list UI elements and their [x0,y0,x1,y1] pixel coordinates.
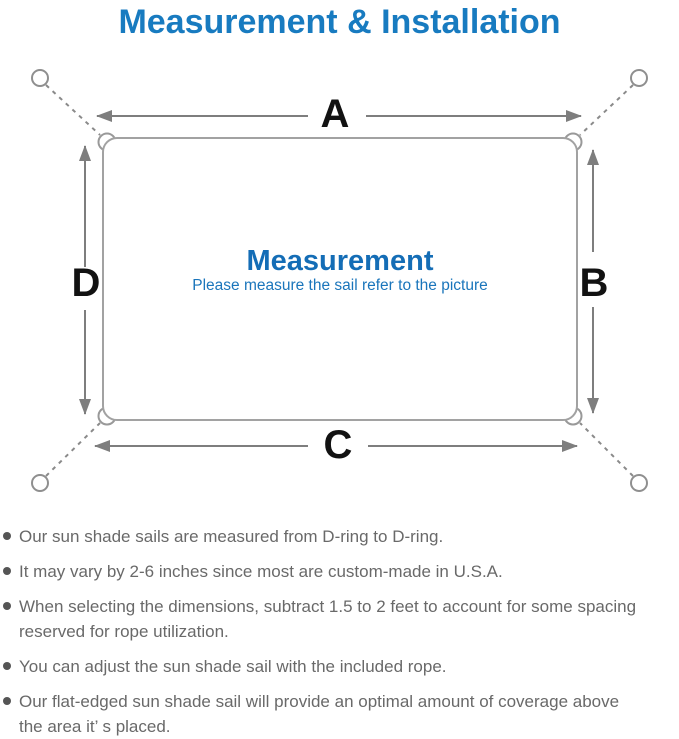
dimension-label-d: D [71,261,101,305]
note-item: You can adjust the sun shade sail with t… [3,654,667,679]
anchor-ring-bottom-left-icon [31,474,49,492]
dimension-label-b: B [579,261,609,305]
page-title: Measurement & Installation [118,3,561,41]
anchor-rings [31,69,648,492]
note-line: When selecting the dimensions, subtract … [19,597,637,616]
center-heading: Measurement [246,245,434,277]
note-line: Our flat-edged sun shade sail will provi… [19,692,620,711]
rope-top-left [45,84,101,136]
note-line: reserved for rope utilization. [19,622,229,641]
rope-bottom-right [579,422,634,477]
bullet-icon [3,602,11,610]
sail-rectangle [102,137,578,421]
bullet-icon [3,532,11,540]
dimension-label-a: A [320,92,350,136]
corner-ropes [45,84,634,477]
measurement-diagram: A B C D Measurement Please measure the s… [0,55,679,515]
dimension-label-c: C [323,423,353,467]
note-item: Our flat-edged sun shade sail will provi… [3,689,667,739]
notes-list: Our sun shade sails are measured from D-… [0,524,679,739]
dimension-arrows [79,110,599,452]
bullet-icon [3,662,11,670]
note-line: Our sun shade sails are measured from D-… [19,527,444,546]
anchor-ring-top-right-icon [630,69,648,87]
center-subheading: Please measure the sail refer to the pic… [192,277,488,294]
diagram-canvas [31,69,648,492]
anchor-ring-top-left-icon [31,69,49,87]
note-item: Our sun shade sails are measured from D-… [3,524,667,549]
note-line: You can adjust the sun shade sail with t… [19,657,447,676]
note-line: It may vary by 2-6 inches since most are… [19,562,503,581]
note-line: the area it’ s placed. [19,717,171,736]
bullet-icon [3,567,11,575]
rope-top-right [579,84,634,136]
bullet-icon [3,697,11,705]
rope-bottom-left [45,422,101,477]
note-item: It may vary by 2-6 inches since most are… [3,559,667,584]
anchor-ring-bottom-right-icon [630,474,648,492]
note-item: When selecting the dimensions, subtract … [3,594,667,644]
